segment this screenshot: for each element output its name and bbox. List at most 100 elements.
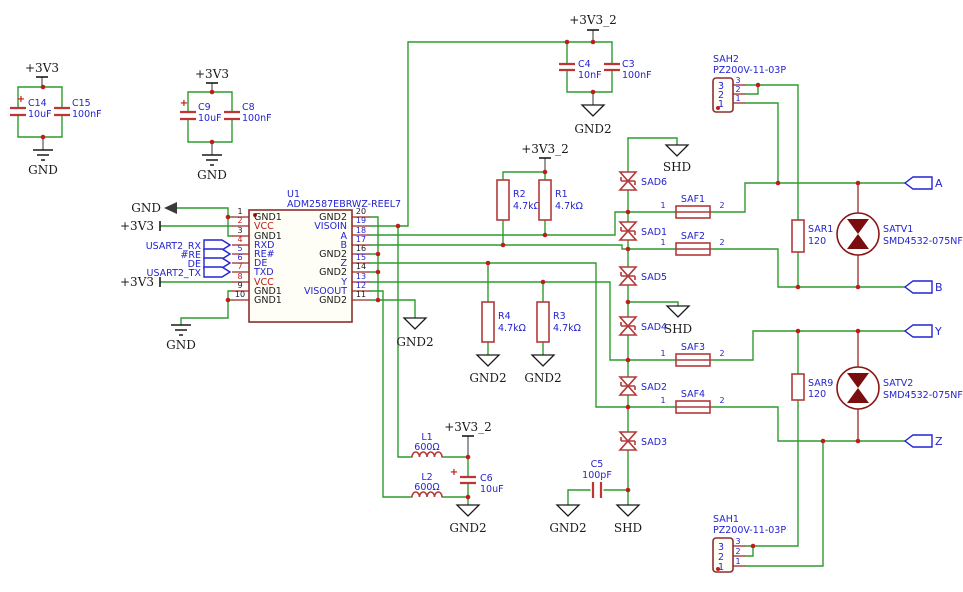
pin-name-gnd2-a: GND2 bbox=[319, 212, 347, 223]
resistor-ref: R4 bbox=[498, 311, 511, 322]
pin-num-16: 16 bbox=[356, 244, 366, 253]
resistor-value: 4.7kΩ bbox=[498, 323, 526, 334]
cap-value: 10nF bbox=[578, 70, 602, 81]
resistor-r2: R2 4.7kΩ bbox=[496, 179, 541, 221]
diode-ref: SAD4 bbox=[641, 322, 667, 333]
fuse-pin1: 1 bbox=[660, 349, 665, 358]
fuse-ref: SAF4 bbox=[681, 389, 705, 400]
p3v3_2-symbol-c6: +3V3_2 bbox=[444, 420, 492, 437]
p3v3-symbol-pin8: +3V3 bbox=[120, 275, 161, 289]
arrester-satv2: SATV2 SMD4532-075NF bbox=[836, 331, 963, 441]
pin-num-8: 8 bbox=[237, 272, 242, 281]
net-tag-label: B bbox=[935, 281, 943, 294]
pin-num-18: 18 bbox=[356, 226, 366, 235]
gnd2-label: GND2 bbox=[469, 371, 506, 385]
resistor-r4: R4 4.7kΩ bbox=[481, 301, 526, 343]
fuse-pin1: 1 bbox=[660, 238, 665, 247]
pin-name-gnd2-d: GND2 bbox=[319, 295, 347, 306]
pin-num-7: 7 bbox=[237, 262, 242, 271]
capacitor-c3: C3 100nF bbox=[604, 59, 652, 81]
inductor-l1: L1 600Ω bbox=[411, 432, 443, 458]
resistor-value: 120 bbox=[808, 236, 826, 247]
connector-part: PZ200V-11-03P bbox=[713, 525, 786, 536]
pin-name-gnd2-b: GND2 bbox=[319, 249, 347, 260]
resistor-sar1: SAR1 120 bbox=[791, 219, 833, 253]
net-tag-b: B bbox=[903, 280, 943, 294]
pin-num-1: 1 bbox=[237, 207, 242, 216]
gnd-label: GND bbox=[28, 163, 58, 177]
connector-pin-2: 2 bbox=[718, 552, 724, 563]
ic-left-pin-stubs bbox=[232, 216, 249, 301]
capacitor-c15: C15 100nF bbox=[54, 98, 102, 120]
fuse-pin1: 1 bbox=[660, 396, 665, 405]
fuse-pin2: 2 bbox=[719, 238, 724, 247]
pin-name-gnd2-c: GND2 bbox=[319, 267, 347, 278]
diode-ref: SAD6 bbox=[641, 177, 667, 188]
polarity-plus: + bbox=[17, 94, 25, 105]
shd-label: SHD bbox=[664, 322, 692, 336]
input-tag-label: USART2_RX bbox=[146, 241, 202, 252]
p3v3_2-symbol-top: +3V3_2 bbox=[569, 13, 617, 31]
pin-num-13: 13 bbox=[356, 272, 366, 281]
connector-pinnum-1: 1 bbox=[735, 94, 740, 103]
p3v3-symbol-pin2: +3V3 bbox=[120, 219, 161, 233]
junction-dots bbox=[40, 39, 861, 549]
resistor-r1: R1 4.7kΩ bbox=[538, 179, 583, 221]
pin-num-5: 5 bbox=[237, 244, 242, 253]
tvs-diode-sad2: SAD2 bbox=[618, 376, 667, 396]
resistor-value: 120 bbox=[808, 389, 826, 400]
pin-name-gnd1-b: GND1 bbox=[254, 231, 282, 242]
resistor-ref: R1 bbox=[555, 189, 568, 200]
p3v3-label: +3V3 bbox=[120, 275, 154, 289]
gnd2-symbol-c6: GND2 bbox=[449, 504, 487, 535]
pin-num-3: 3 bbox=[237, 226, 242, 235]
gnd2-symbol-c4: GND2 bbox=[574, 104, 612, 136]
pin-num-17: 17 bbox=[356, 235, 366, 244]
arrester-part: SMD4532-075NF bbox=[883, 236, 963, 247]
pin-num-12: 12 bbox=[356, 281, 366, 290]
connector-pin-1: 1 bbox=[718, 99, 724, 110]
gnd2-label: GND2 bbox=[549, 521, 586, 535]
pin-name-vcc-b: VCC bbox=[254, 277, 274, 288]
fuse-ref: SAF1 bbox=[681, 194, 705, 205]
pin-name-gnd1-c: GND1 bbox=[254, 286, 282, 297]
shd-symbol-bottom: SHD bbox=[614, 504, 642, 535]
connector-sah1: SAH1 PZ200V-11-03P 3 2 1 3 2 1 bbox=[712, 514, 786, 573]
shd-symbol-mid: SHD bbox=[664, 305, 692, 336]
gnd-label: GND bbox=[166, 338, 196, 352]
pin-name-gnd1-a: GND1 bbox=[254, 212, 282, 223]
pin-name-gnd1-d: GND1 bbox=[254, 295, 282, 306]
tvs-diode-sad4: SAD4 bbox=[618, 316, 667, 336]
resistor-ref: SAR1 bbox=[808, 224, 833, 235]
connector-ref: SAH1 bbox=[713, 514, 739, 525]
resistor-value: 4.7kΩ bbox=[555, 201, 583, 212]
cap-value: 10uF bbox=[198, 113, 222, 124]
pin-name-y: Y bbox=[340, 277, 347, 288]
pin-num-19: 19 bbox=[356, 216, 366, 225]
cap-ref: C14 bbox=[28, 98, 47, 109]
pin-name-b: B bbox=[340, 240, 347, 251]
pin-name-vcc-a: VCC bbox=[254, 221, 274, 232]
cap-ref: C4 bbox=[578, 59, 591, 70]
pin-num-9: 9 bbox=[237, 281, 242, 290]
arrester-ref: SATV2 bbox=[883, 378, 913, 389]
capacitor-c6: + C6 10uF bbox=[450, 467, 504, 495]
wires bbox=[17, 41, 906, 567]
pin-name-txd: TXD bbox=[253, 267, 274, 278]
capacitor-c9: + C9 10uF bbox=[180, 98, 222, 124]
resistor-r3: R3 4.7kΩ bbox=[536, 301, 581, 343]
inductor-ref: L1 bbox=[421, 432, 432, 443]
gnd2-label: GND2 bbox=[396, 335, 433, 349]
p3v3-label: +3V3 bbox=[25, 61, 59, 75]
pin-num-15: 15 bbox=[356, 253, 366, 262]
diode-ref: SAD1 bbox=[641, 227, 667, 238]
ic-ref: U1 bbox=[287, 189, 300, 200]
arrester-ref: SATV1 bbox=[883, 224, 913, 235]
gnd-flag-pin1: GND bbox=[131, 201, 177, 215]
fuse-saf2: SAF2 1 2 bbox=[660, 231, 725, 256]
fuse-saf4: SAF4 1 2 bbox=[660, 389, 725, 414]
fuse-pin1: 1 bbox=[660, 201, 665, 210]
gnd2-label: GND2 bbox=[449, 521, 486, 535]
pin-name-visoin: VISOIN bbox=[314, 221, 347, 232]
inductor-ref: L2 bbox=[421, 472, 432, 483]
